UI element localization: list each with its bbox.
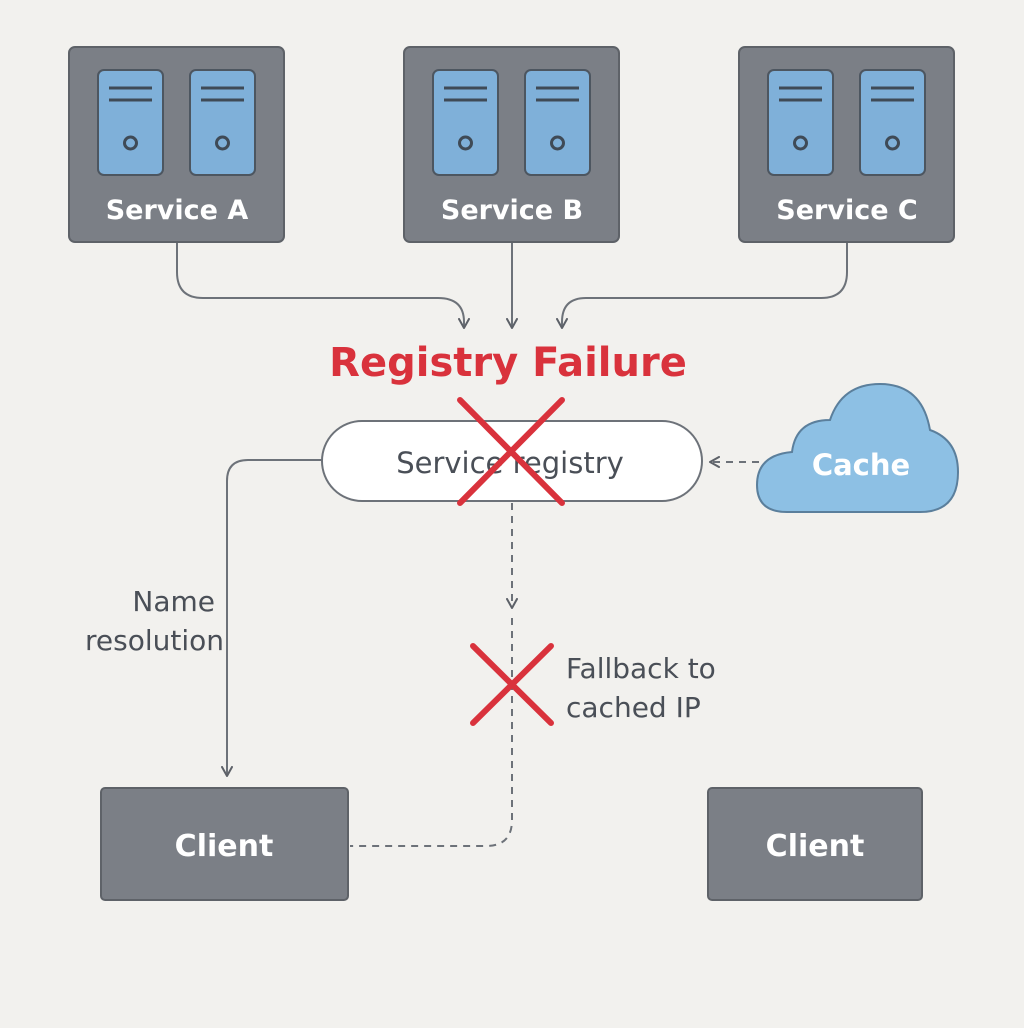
server-icon	[97, 69, 164, 176]
name-resolution-label-line1: Name	[132, 585, 215, 618]
server-icon	[524, 69, 591, 176]
service-b-label: Service B	[441, 195, 583, 226]
fallback-label-line1: Fallback to	[566, 652, 716, 685]
service-c-node: Service C	[738, 46, 955, 243]
service-b-node: Service B	[403, 46, 620, 243]
client-node: Client	[707, 787, 923, 901]
client-label: Client	[175, 829, 274, 864]
server-icon	[432, 69, 499, 176]
service-a-label: Service A	[106, 195, 249, 226]
cache-label: Cache	[812, 448, 910, 482]
connector-service-c	[556, 243, 848, 329]
service-registry-node: Service registry	[321, 420, 703, 502]
server-icon	[189, 69, 256, 176]
client-node: Client	[100, 787, 349, 901]
cloud-icon	[755, 382, 960, 513]
client-label: Client	[766, 829, 865, 864]
connector-service-a	[176, 243, 470, 329]
service-c-label: Service C	[776, 195, 917, 226]
name-resolution-label-line2: resolution	[85, 624, 224, 657]
fallback-failure-x-icon	[470, 643, 554, 726]
failure-x-icon	[457, 397, 565, 506]
service-a-node: Service A	[68, 46, 285, 243]
cache-node: Cache	[755, 382, 960, 513]
fallback-to-client-connector	[350, 618, 513, 847]
server-icon	[767, 69, 834, 176]
diagram-title: Registry Failure	[329, 340, 687, 386]
fallback-label-line2: cached IP	[566, 691, 701, 724]
server-icon	[859, 69, 926, 176]
name-resolution-connector	[221, 459, 322, 777]
